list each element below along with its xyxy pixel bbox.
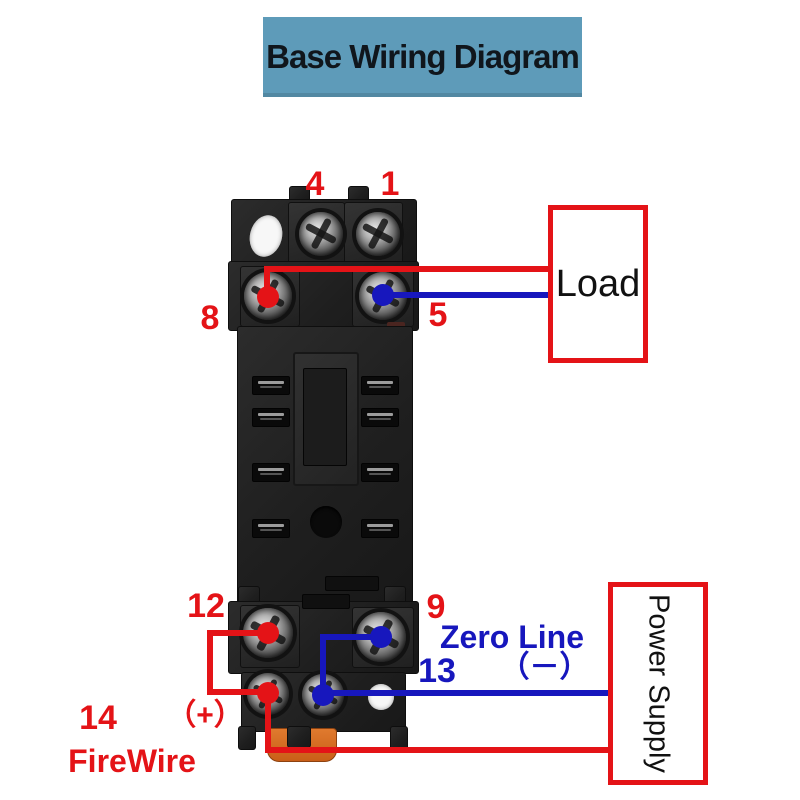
wire-red-14-down [265, 692, 271, 753]
socket-center-recess [303, 368, 347, 466]
pin-label-9: 9 [426, 588, 446, 626]
socket-center-tab [287, 726, 311, 748]
connection-dot-8 [257, 286, 279, 308]
wire-red-8-to-load [264, 266, 548, 272]
load-box-label: Load [555, 262, 641, 305]
pin-slot [252, 519, 290, 538]
pin-slot [361, 463, 399, 482]
zero-line-label: Zero Line [439, 619, 584, 655]
pin-label-8: 8 [200, 299, 220, 337]
wire-red-8-riser [264, 266, 270, 300]
wire-red-12-down [207, 630, 213, 695]
pin-slot [361, 408, 399, 427]
socket-recess-bottom-top [302, 594, 350, 609]
wire-blue-13-to-power [320, 690, 608, 696]
connection-dot-13 [312, 684, 334, 706]
wire-blue-9-down [320, 634, 326, 696]
socket-mount-hole-bottom [368, 684, 394, 710]
pin-label-5: 5 [428, 296, 448, 334]
wire-red-14-to-power [265, 747, 608, 753]
pin-slot [361, 376, 399, 395]
wire-blue-9-left [323, 634, 383, 640]
screw-terminal-1 [356, 212, 400, 256]
connection-dot-12 [257, 622, 279, 644]
power-supply-box-label: Power Supply [642, 594, 675, 773]
connection-dot-5 [372, 284, 394, 306]
page-title: Base Wiring Diagram [266, 38, 580, 75]
pin-label-4: 4 [305, 165, 325, 203]
firewire-label: FireWire [68, 743, 196, 779]
pin-slot [361, 519, 399, 538]
power-supply-box: Power Supply [608, 582, 708, 785]
pin-slot [252, 463, 290, 482]
pin-label-1: 1 [380, 165, 400, 203]
wire-blue-5-to-load [383, 292, 548, 298]
socket-recess-lower [325, 576, 379, 591]
pin-label-12: 12 [187, 587, 225, 625]
pin-label-14: 14 [79, 699, 117, 737]
connection-dot-14 [257, 682, 279, 704]
pin-slot [252, 376, 290, 395]
wire-red-to-14 [207, 689, 271, 695]
load-box: Load [548, 205, 648, 363]
firewire-polarity-label: （+） [166, 699, 244, 732]
socket-foot-left [238, 726, 256, 750]
pin-slot [252, 408, 290, 427]
screw-terminal-4 [299, 212, 343, 256]
title-banner: Base Wiring Diagram [263, 17, 582, 97]
pin-label-13: 13 [418, 652, 456, 690]
connection-dot-9 [370, 626, 392, 648]
zero-line-polarity-label: （－） [499, 651, 590, 684]
wire-red-12-left [207, 630, 271, 636]
socket-center-hole [310, 506, 342, 538]
